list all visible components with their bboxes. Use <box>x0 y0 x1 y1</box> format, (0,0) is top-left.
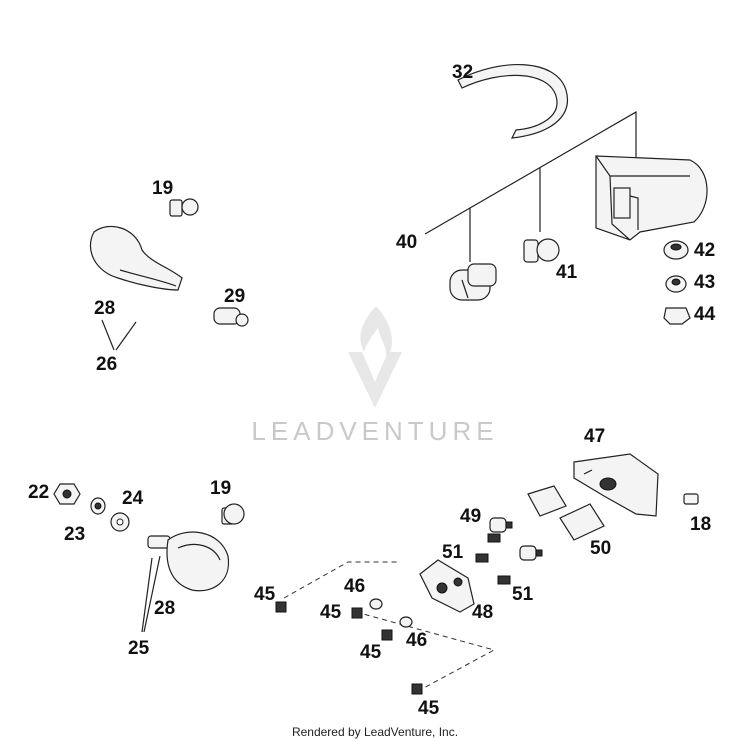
footer-credit: Rendered by LeadVenture, Inc. <box>292 725 458 739</box>
callout-47: 47 <box>584 426 605 447</box>
part-tail-light-housing <box>595 155 708 241</box>
callout-51-right: 51 <box>512 584 534 605</box>
part-40-wiring-harness <box>424 110 637 262</box>
part-19-bulb-upper <box>169 198 199 217</box>
callout-22: 22 <box>28 482 49 503</box>
part-19-bulb-lower <box>221 503 245 525</box>
callout-45-mid: 45 <box>320 602 342 623</box>
callout-32: 32 <box>452 62 473 83</box>
callout-42: 42 <box>694 240 715 261</box>
part-28-lens-upper <box>89 225 183 291</box>
part-22-cap-nut <box>53 483 81 505</box>
part-48-bracket <box>419 559 475 613</box>
callout-24: 24 <box>122 488 144 509</box>
callout-51-left: 51 <box>442 542 464 563</box>
part-41-bulb <box>523 238 560 263</box>
callout-28-lower: 28 <box>154 598 175 619</box>
leader-25-right <box>143 555 161 633</box>
callout-28-upper: 28 <box>94 298 115 319</box>
callout-46-lower: 46 <box>406 630 427 651</box>
callout-41: 41 <box>556 262 578 283</box>
part-18-bulb <box>683 493 699 505</box>
callout-18: 18 <box>690 514 711 535</box>
part-45-nut <box>275 601 423 695</box>
part-43-bushing <box>665 275 687 293</box>
part-24-washer <box>110 512 130 532</box>
callout-40: 40 <box>396 232 417 253</box>
mounting-outline <box>283 561 400 599</box>
part-51-screw <box>475 533 511 585</box>
watermark-brand: LEADVENTURE <box>251 416 498 446</box>
callout-45-lower: 45 <box>360 642 382 663</box>
part-46-washer <box>369 598 413 628</box>
part-50-lens <box>527 485 605 541</box>
part-44-nut <box>663 307 691 325</box>
callout-23: 23 <box>64 524 85 545</box>
part-49-rubber-mount <box>489 517 543 561</box>
leader-26-right <box>115 321 137 351</box>
leader-26-left <box>101 319 115 351</box>
leadventure-flame-logo-icon <box>348 306 402 408</box>
callout-49: 49 <box>460 506 481 527</box>
part-32-seal-strip <box>457 64 569 139</box>
part-socket <box>449 263 497 301</box>
part-29-bulb-holder <box>213 307 249 327</box>
callout-44: 44 <box>694 304 716 325</box>
callout-43: 43 <box>694 272 715 293</box>
part-42-grommet <box>663 240 689 260</box>
callout-45-bottom: 45 <box>418 698 440 719</box>
callout-45-left: 45 <box>254 584 276 605</box>
callout-19-upper: 19 <box>152 178 173 199</box>
callout-29: 29 <box>224 286 245 307</box>
part-28-lens-lower <box>147 531 230 592</box>
callout-26: 26 <box>96 354 117 375</box>
callout-19-lower: 19 <box>210 478 231 499</box>
callout-25: 25 <box>128 638 150 659</box>
part-23-lock-washer <box>90 497 106 515</box>
callout-46-upper: 46 <box>344 576 365 597</box>
part-47-license-light-housing <box>573 453 659 517</box>
callout-48: 48 <box>472 602 493 623</box>
callout-50: 50 <box>590 538 611 559</box>
leader-25-left <box>141 557 153 633</box>
